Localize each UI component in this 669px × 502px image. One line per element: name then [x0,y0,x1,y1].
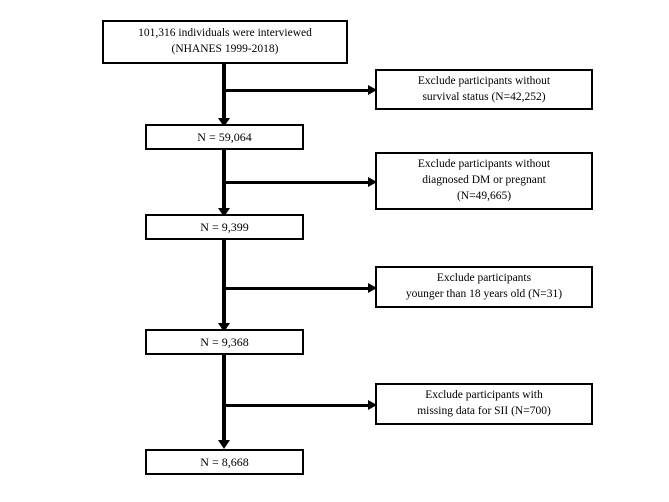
node-n3: N = 9,368 [145,329,304,355]
node-n3-label: N = 9,368 [200,334,249,349]
exclusion-2: Exclude participants without diagnosed D… [375,152,593,210]
exclusion-4: Exclude participants with missing data f… [375,383,593,425]
arrowhead-right-2 [368,177,377,187]
arrowhead-right-3 [368,283,377,293]
exclusion-2-label: Exclude participants without diagnosed D… [417,158,551,202]
exclusion-1: Exclude participants without survival st… [375,69,593,110]
arrowhead-down-3 [218,323,230,332]
exclusion-1-label: Exclude participants without survival st… [417,74,551,103]
arrowhead-down-4 [218,440,230,449]
node-initial: 101,316 individuals were interviewed (NH… [102,20,348,64]
connector-branch-3 [224,287,372,290]
connector-branch-2 [224,181,372,184]
node-initial-label: 101,316 individuals were interviewed (NH… [138,27,312,55]
arrowhead-down-1 [218,118,230,127]
exclusion-3: Exclude participants younger than 18 yea… [375,266,593,308]
node-n1-label: N = 59,064 [197,129,252,144]
arrowhead-down-2 [218,208,230,217]
node-n4-label: N = 8,668 [200,454,249,469]
exclusion-3-label: Exclude participants younger than 18 yea… [405,272,563,300]
node-n2: N = 9,399 [145,214,304,240]
node-n4: N = 8,668 [145,449,304,475]
connector-trunk-2 [222,149,226,211]
connector-branch-1 [224,89,372,92]
exclusion-4-label: Exclude participants with missing data f… [417,389,551,417]
arrowhead-right-1 [368,85,377,95]
connector-branch-4 [224,404,372,407]
node-n1: N = 59,064 [145,124,304,150]
connector-trunk-3 [222,239,226,326]
node-n2-label: N = 9,399 [200,219,249,234]
arrowhead-right-4 [368,400,377,410]
connector-trunk-4 [222,354,226,442]
